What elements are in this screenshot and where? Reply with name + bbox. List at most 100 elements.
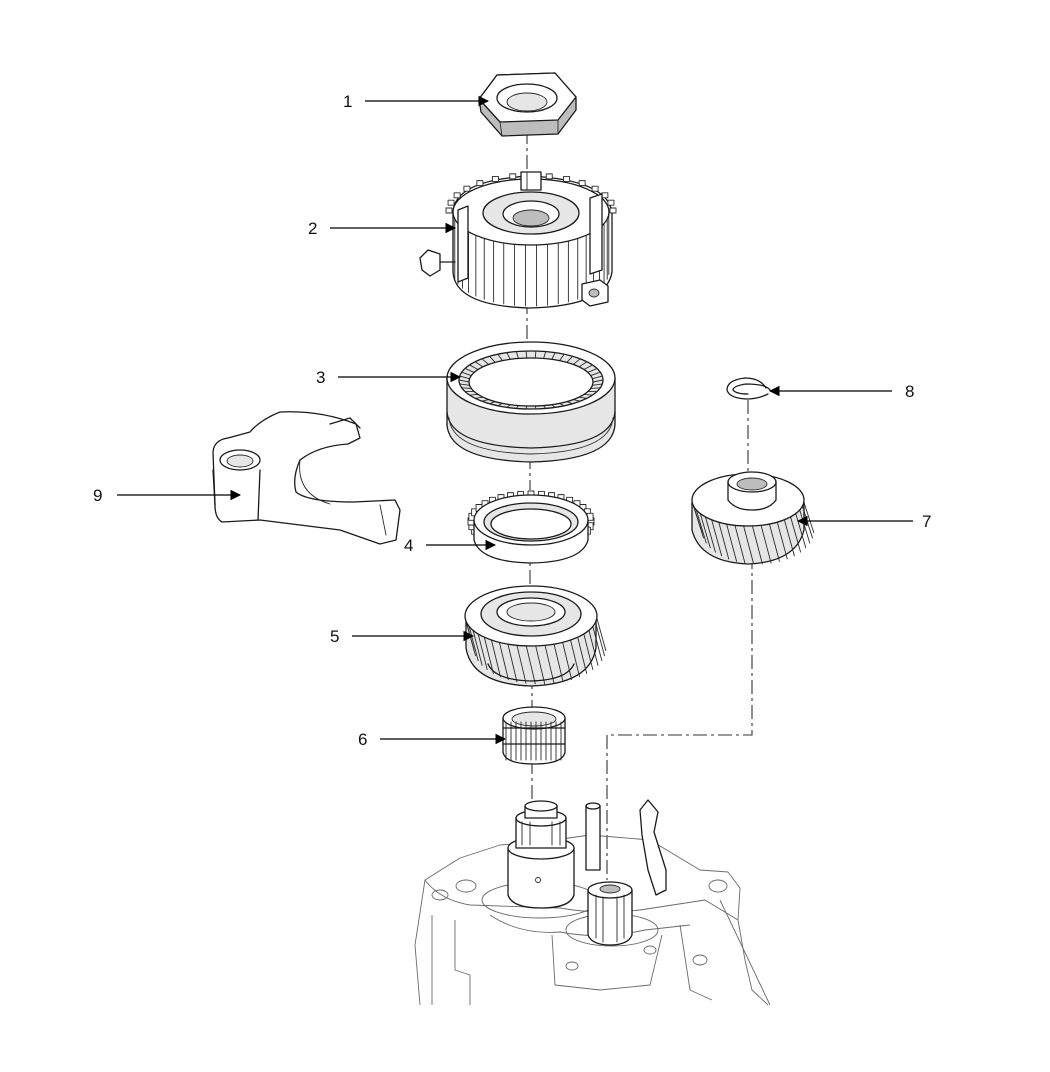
- sleeve-spline: [469, 364, 479, 370]
- callout-label-9: 9: [93, 486, 102, 505]
- callout-5: 5: [330, 627, 475, 646]
- sleeve-spline: [578, 396, 588, 399]
- hub-crown-tooth: [453, 192, 461, 199]
- callout-2: 2: [308, 219, 457, 238]
- sleeve-spline: [590, 387, 601, 389]
- gear7-tooth: [760, 524, 772, 564]
- gear5-tooth: [477, 633, 488, 671]
- hub-crown-tooth: [591, 185, 599, 192]
- hub-crown-tooth: [491, 176, 499, 182]
- needle-bearing: [502, 706, 566, 765]
- sleeve-spline: [459, 375, 471, 380]
- gear5-tooth: [535, 645, 546, 685]
- sleeve-spline: [572, 358, 581, 365]
- sleeve-spline: [469, 394, 479, 396]
- sleeve-spline: [590, 371, 601, 376]
- sleeve-spline: [583, 394, 593, 396]
- callout-label-2: 2: [308, 219, 317, 238]
- gear5-tooth: [577, 636, 588, 674]
- gear7-tooth: [726, 523, 738, 562]
- gear5-tooth: [562, 641, 573, 681]
- callout-label-6: 6: [358, 730, 367, 749]
- gear7-tooth: [699, 513, 711, 549]
- sleeve-splines: [458, 350, 604, 410]
- callout-1: 1: [343, 92, 490, 111]
- callout-6: 6: [358, 730, 507, 749]
- sleeve-spline: [515, 351, 519, 359]
- synchronizer-hub-assembly: [419, 171, 617, 309]
- sleeve-spline: [587, 367, 598, 373]
- sleeve-spline: [525, 350, 528, 359]
- sleeve-spline: [459, 383, 471, 386]
- sleeve-spline: [551, 352, 556, 360]
- callout-3: 3: [316, 368, 462, 387]
- callout-label-8: 8: [905, 382, 914, 401]
- gear7-tooth: [776, 521, 788, 560]
- gear5-tooth: [483, 636, 494, 674]
- hex-nut: [478, 72, 577, 137]
- gear5-tooth: [472, 629, 483, 666]
- gear5-tooth: [507, 643, 518, 683]
- callout-label-4: 4: [404, 536, 413, 555]
- gear5-tooth: [570, 639, 581, 678]
- sleeve-spline: [461, 387, 472, 389]
- gear5-tooth: [525, 645, 536, 685]
- callout-label-3: 3: [316, 368, 325, 387]
- hub-crown-tooth: [463, 185, 471, 192]
- gear7-tooth: [718, 521, 730, 560]
- sleeve-spline: [464, 367, 475, 373]
- gear7-tooth: [695, 509, 707, 544]
- sleeve-spline: [474, 396, 484, 399]
- sleeve-spline: [591, 383, 603, 386]
- helical-gear: [691, 471, 815, 565]
- sleeve-spline: [489, 355, 496, 363]
- gear5-tooth: [490, 639, 501, 678]
- gear7-tooth: [693, 505, 704, 539]
- sleeve-spline: [566, 355, 573, 363]
- callout-9: 9: [93, 486, 242, 505]
- sleeve-spline: [506, 352, 511, 360]
- gear7-tooth: [711, 519, 723, 557]
- gear5-tooth: [516, 644, 527, 684]
- sleeve-spline: [572, 399, 581, 402]
- gear5-tooth: [498, 641, 509, 681]
- gear5-tooth: [592, 626, 603, 662]
- sleeve-spline: [497, 353, 503, 362]
- gear5-tooth: [544, 644, 555, 684]
- hub-crown-tooth: [578, 180, 586, 187]
- callout-7: 7: [796, 512, 931, 531]
- sleeve-spline: [534, 350, 537, 359]
- gear7-tooth: [799, 509, 811, 544]
- gear7-tooth: [768, 523, 780, 562]
- gear7-tooth: [790, 516, 802, 553]
- sleeve-spline: [461, 371, 472, 376]
- snap-ring: [726, 377, 771, 400]
- synchronizer-sleeve: [446, 341, 616, 463]
- sleeve-spline: [474, 361, 484, 368]
- hub-crown-tooth: [607, 199, 615, 206]
- gear-main: [464, 585, 607, 687]
- hub-crown-tooth: [509, 173, 517, 180]
- sleeve-spline: [559, 353, 565, 362]
- transmission-housing: [414, 799, 771, 1006]
- callout-label-7: 7: [922, 512, 931, 531]
- gear7-tooth: [751, 525, 763, 565]
- callout-label-1: 1: [343, 92, 352, 111]
- callout-4: 4: [404, 536, 497, 555]
- hub-crown-tooth: [545, 173, 553, 180]
- gear7-tooth: [704, 516, 716, 553]
- gear5-tooth: [588, 629, 599, 666]
- gear7-tooth: [803, 501, 815, 534]
- hub-crown-tooth: [447, 199, 455, 206]
- sleeve-spline: [481, 358, 490, 365]
- sleeve-spline: [591, 375, 603, 380]
- gear7-tooth: [783, 519, 795, 557]
- hub-crown-tooth: [563, 176, 571, 182]
- sleeve-spline: [578, 361, 588, 368]
- sleeve-spline: [592, 379, 604, 383]
- synchronizer-ring: [467, 490, 595, 564]
- hub-crown-tooth: [609, 207, 617, 214]
- gear7-tooth: [743, 525, 755, 565]
